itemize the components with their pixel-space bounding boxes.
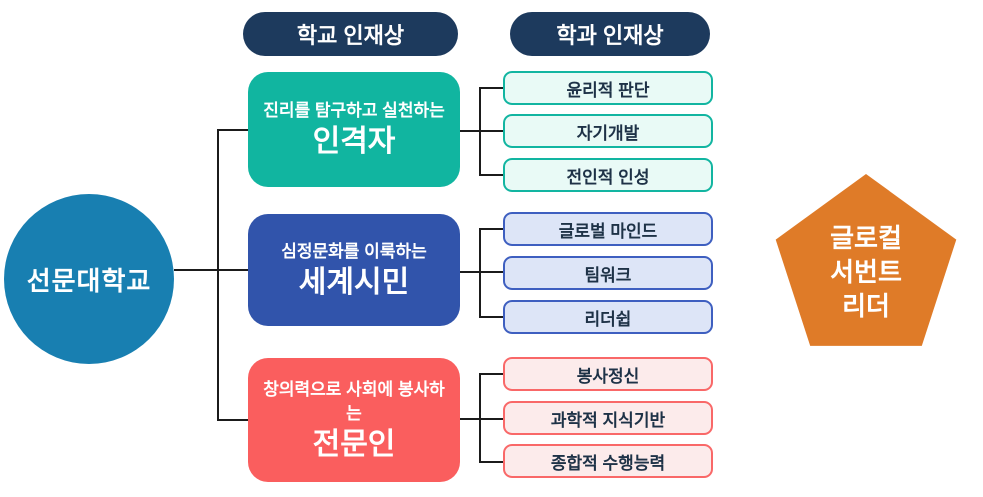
connector-line bbox=[217, 129, 248, 131]
item-label: 리더쉽 bbox=[584, 309, 632, 329]
pentagon-icon bbox=[775, 174, 957, 346]
goal-line: 글로컬 bbox=[830, 223, 902, 254]
group-subtitle: 심정문화를 이룩하는 bbox=[281, 241, 427, 261]
item-label: 과학적 지식기반 bbox=[550, 410, 666, 430]
item-label: 전인적 인성 bbox=[566, 167, 650, 187]
group-box-professional: 창의력으로 사회에 봉사하는 전문인 bbox=[248, 358, 460, 482]
item-box: 팀워크 bbox=[503, 256, 713, 290]
header-school-label: 학교 인재상 bbox=[296, 23, 405, 48]
connector-line bbox=[217, 419, 248, 421]
item-box: 종합적 수행능력 bbox=[503, 444, 713, 478]
goal-node: 글로컬 서번트 리더 bbox=[772, 172, 960, 352]
item-box: 과학적 지식기반 bbox=[503, 401, 713, 435]
goal-line: 서번트 bbox=[830, 257, 902, 288]
group-title: 인격자 bbox=[312, 125, 396, 159]
item-box: 자기개발 bbox=[503, 114, 713, 148]
group-subtitle: 창의력으로 사회에 봉사하는 bbox=[263, 379, 445, 423]
connector-line bbox=[217, 129, 219, 421]
connector-line bbox=[460, 130, 503, 132]
connector-line bbox=[479, 87, 481, 176]
connector-line bbox=[479, 373, 503, 375]
connector-line bbox=[479, 87, 503, 89]
group-box-character: 진리를 탐구하고 실천하는 인격자 bbox=[248, 72, 460, 187]
group-box-world-citizen: 심정문화를 이룩하는 세계시민 bbox=[248, 214, 460, 326]
connector-line bbox=[479, 174, 503, 176]
university-node: 선문대학교 bbox=[4, 194, 174, 364]
connector-line bbox=[479, 228, 481, 318]
item-box: 윤리적 판단 bbox=[503, 71, 713, 105]
item-box: 리더쉽 bbox=[503, 300, 713, 334]
item-label: 팀워크 bbox=[584, 265, 632, 285]
item-label: 글로벌 마인드 bbox=[558, 221, 658, 241]
item-label: 자기개발 bbox=[576, 123, 640, 143]
connector-line bbox=[479, 461, 503, 463]
header-department-talent: 학과 인재상 bbox=[510, 12, 710, 56]
goal-line: 리더 bbox=[842, 290, 890, 321]
item-box: 전인적 인성 bbox=[503, 158, 713, 192]
item-label: 종합적 수행능력 bbox=[550, 453, 666, 473]
group-subtitle: 진리를 탐구하고 실천하는 bbox=[263, 101, 445, 121]
item-box: 봉사정신 bbox=[503, 357, 713, 391]
connector-line bbox=[479, 316, 503, 318]
item-label: 봉사정신 bbox=[576, 366, 640, 386]
group-title: 전문인 bbox=[312, 427, 396, 461]
goal-label: 글로컬 서번트 리더 bbox=[772, 172, 960, 352]
item-label: 윤리적 판단 bbox=[566, 80, 650, 100]
university-label: 선문대학교 bbox=[26, 265, 152, 296]
item-box: 글로벌 마인드 bbox=[503, 212, 713, 246]
connector-line bbox=[460, 271, 503, 273]
group-title: 세계시민 bbox=[298, 265, 410, 299]
header-school-talent: 학교 인재상 bbox=[243, 12, 458, 56]
header-department-label: 학과 인재상 bbox=[556, 23, 664, 48]
connector-line bbox=[479, 373, 481, 462]
connector-line bbox=[460, 418, 503, 420]
connector-line bbox=[479, 228, 503, 230]
connector-line bbox=[174, 269, 248, 271]
